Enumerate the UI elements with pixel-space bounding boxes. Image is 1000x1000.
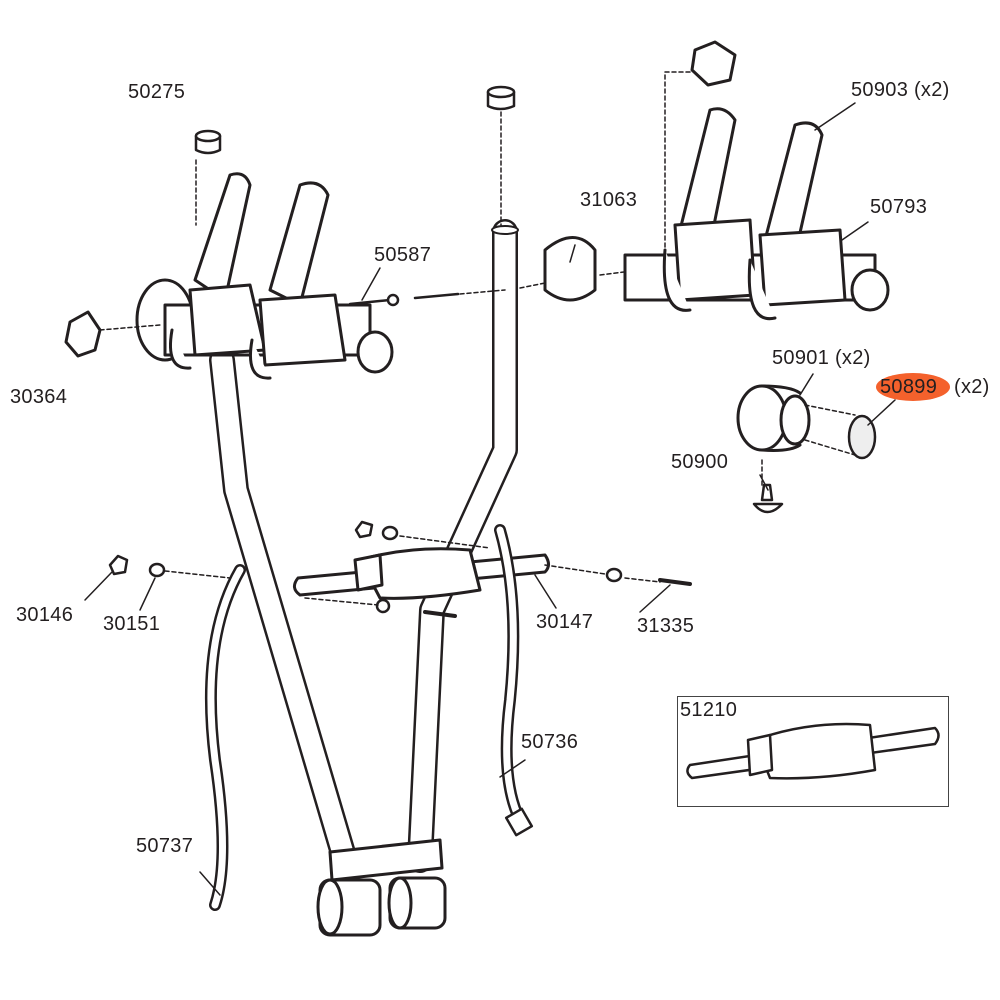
screw-50900 — [752, 459, 784, 514]
part-label-50901[interactable]: 50901 (x2) — [772, 347, 871, 369]
part-label-50899[interactable]: 50899 — [880, 376, 938, 398]
part-label-51210[interactable]: 51210 — [680, 699, 738, 721]
part-label-31335[interactable]: 31335 — [637, 615, 695, 637]
knob-30364 — [64, 310, 102, 358]
cap-50275-right — [486, 85, 516, 111]
filter-50899 — [847, 414, 877, 460]
endcap-31063 — [543, 236, 597, 302]
leader-lines — [84, 102, 896, 896]
part-label-30146[interactable]: 30146 — [16, 604, 74, 626]
part-label-30151[interactable]: 30151 — [103, 613, 161, 635]
ring-50901 — [736, 384, 811, 452]
part-label-31063[interactable]: 31063 — [580, 189, 638, 211]
bolt-50587 — [348, 292, 460, 307]
clamp-assembly-left — [135, 172, 394, 380]
part-label-50737[interactable]: 50737 — [136, 835, 194, 857]
knob-50903 — [690, 40, 737, 87]
part-label-50587[interactable]: 50587 — [374, 244, 432, 266]
part-label-30147[interactable]: 30147 — [536, 611, 594, 633]
part-label-50736[interactable]: 50736 — [521, 731, 579, 753]
part-label-50903[interactable]: 50903 (x2) — [851, 79, 950, 101]
part-qty-50899: (x2) — [954, 376, 990, 398]
base-assembly — [316, 838, 447, 937]
cap-50275 — [194, 129, 222, 155]
clamp-assembly-right — [623, 107, 890, 321]
inset-51210-drawing — [686, 722, 940, 780]
frame-right-tube — [407, 219, 518, 873]
part-label-50275[interactable]: 50275 — [128, 81, 186, 103]
highlight-50899 — [876, 373, 950, 401]
inset-box-51210 — [677, 696, 949, 807]
crossbar-assembly — [293, 547, 550, 600]
part-label-50793[interactable]: 50793 — [870, 196, 928, 218]
frame-left-arm — [209, 347, 358, 873]
part-label-30364[interactable]: 30364 — [10, 386, 68, 408]
part-label-50900[interactable]: 50900 — [671, 451, 729, 473]
